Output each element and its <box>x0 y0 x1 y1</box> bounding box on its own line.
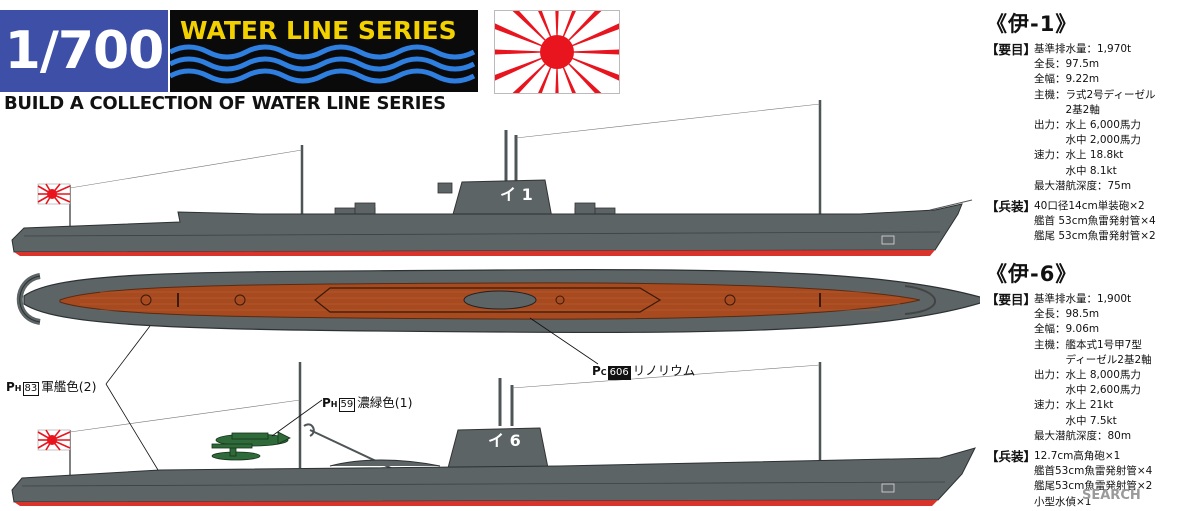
top-view <box>16 268 980 334</box>
i6-side-view: イ 6 <box>11 362 976 506</box>
armament-line: 艦首 53cm魚雷発射管×4 <box>1034 215 1156 228</box>
spec-line: 速力：水上 18.8kt <box>1034 149 1124 162</box>
armament-line: 12.7cm高角砲×1 <box>1034 450 1121 463</box>
spec-line: 水中 2,000馬力 <box>1034 134 1141 147</box>
i1-hull-number: イ 1 <box>500 185 533 204</box>
spec-line: 全長：98.5m <box>1034 308 1100 321</box>
armament-heading: 【兵装】 <box>986 199 1037 215</box>
watermark: SEARCH <box>1082 488 1141 503</box>
spec-block: 【要目】 基準排水量：1,900t 全長：98.5m 全幅：9.06m 主機：艦… <box>986 292 1196 444</box>
spec-line: 水中 8.1kt <box>1034 164 1117 177</box>
wave-graphic <box>170 44 476 84</box>
armament-line: 艦尾 53cm魚雷発射管×2 <box>1034 230 1156 243</box>
spec-line: 出力：水上 6,000馬力 <box>1034 119 1141 132</box>
i1-side-view: イ 1 <box>11 100 973 256</box>
spec-line: 2基2軸 <box>1034 103 1100 116</box>
spec-line: 水中 2,600馬力 <box>1034 384 1141 397</box>
armament-line: 小型水偵×1 <box>1034 495 1092 508</box>
armament-heading: 【兵装】 <box>986 449 1037 465</box>
armament-line: 40口径14cm単装砲×2 <box>1034 200 1145 213</box>
spec-line: 主機：艦本式1号甲7型 <box>1034 338 1142 351</box>
submarine-illustration: イ 1 <box>11 100 980 506</box>
ship-title: 《伊-6》 <box>986 262 1078 286</box>
series-title: WATER LINE SERIES <box>180 16 457 45</box>
subtitle: BUILD A COLLECTION OF WATER LINE SERIES <box>4 93 446 114</box>
spec-heading: 【要目】 <box>986 42 1037 57</box>
armament-line: 艦尾53cm魚雷発射管×2 <box>1034 480 1153 493</box>
spec-line: 主機：ラ式2号ディーゼル <box>1034 88 1156 101</box>
spec-line: 最大潜航深度：75m <box>1034 179 1132 192</box>
scale-badge: 1/700 <box>0 10 168 92</box>
spec-block: 【要目】 基準排水量：1,970t 全長：97.5m 全幅：9.22m 主機：ラ… <box>986 42 1196 194</box>
spec-line: 全幅：9.22m <box>1034 73 1100 86</box>
armament-block: 【兵装】 40口径14cm単装砲×2 艦首 53cm魚雷発射管×4 艦尾 53c… <box>986 199 1196 245</box>
seaplane <box>211 431 291 461</box>
i6-stern-flag <box>37 429 71 451</box>
spec-line: 速力：水上 21kt <box>1034 399 1114 412</box>
ship-title: 《伊-1》 <box>986 12 1078 36</box>
armament-line: 艦首53cm魚雷発射管×4 <box>1034 465 1153 478</box>
spec-line: 出力：水上 8,000馬力 <box>1034 369 1141 382</box>
rising-sun-flag <box>494 10 620 94</box>
spec-line: ディーゼル2基2軸 <box>1034 353 1152 366</box>
spec-line: 基準排水量：1,900t <box>1034 293 1132 305</box>
specs-i6: 《伊-6》 【要目】 基準排水量：1,900t 全長：98.5m 全幅：9.06… <box>986 258 1196 510</box>
spec-line: 全長：97.5m <box>1034 58 1100 71</box>
series-banner: WATER LINE SERIES <box>170 10 478 92</box>
armament-block: 【兵装】 12.7cm高角砲×1 艦首53cm魚雷発射管×4 艦尾53cm魚雷発… <box>986 449 1196 510</box>
specs-i1: 《伊-1》 【要目】 基準排水量：1,970t 全長：97.5m 全幅：9.22… <box>986 8 1196 245</box>
spec-line: 最大潜航深度：80m <box>1034 429 1132 442</box>
i6-hull-number: イ 6 <box>488 431 521 450</box>
i1-stern-flag <box>37 183 71 205</box>
spec-line: 全幅：9.06m <box>1034 323 1100 336</box>
spec-line: 基準排水量：1,970t <box>1034 43 1132 55</box>
spec-heading: 【要目】 <box>986 292 1037 307</box>
spec-line: 水中 7.5kt <box>1034 414 1117 427</box>
